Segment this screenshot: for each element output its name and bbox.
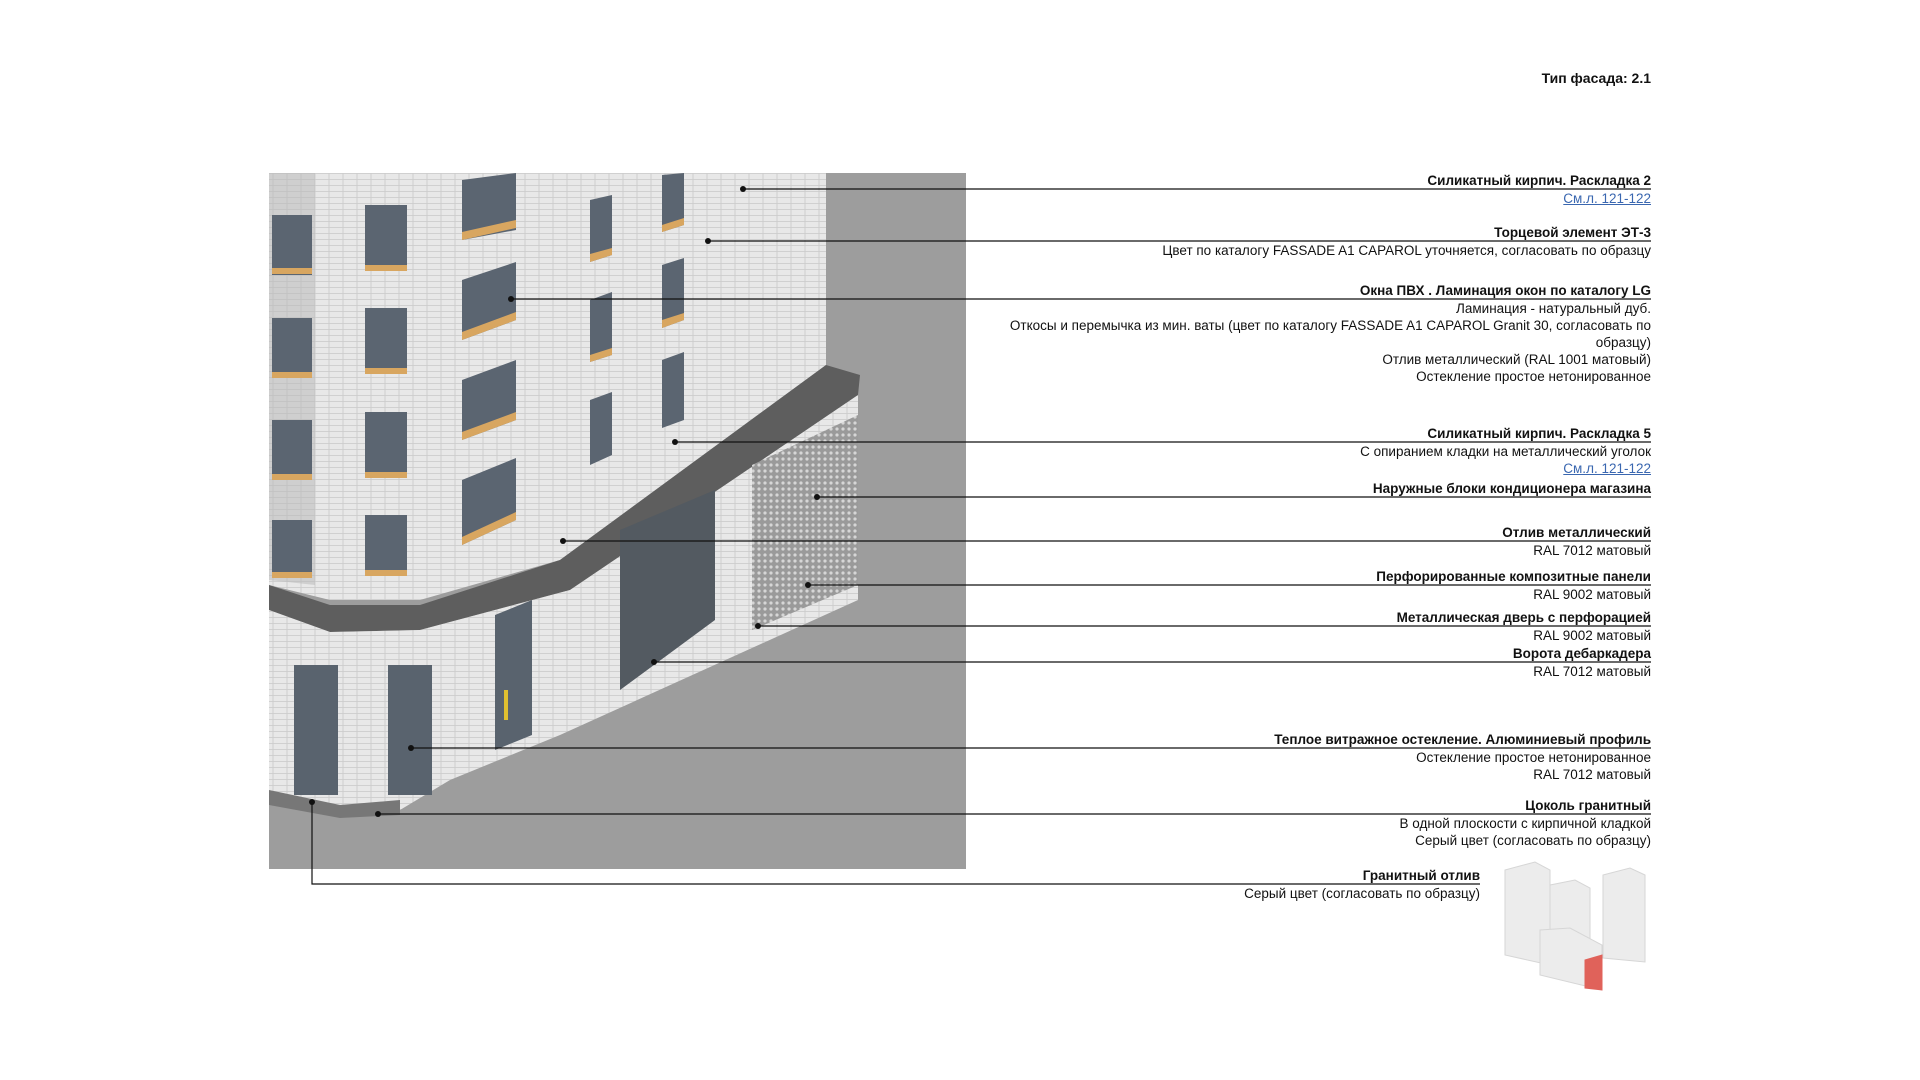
annotation-line: С опиранием кладки на металлический угол… [1360, 444, 1651, 459]
annotation: Окна ПВХ . Ламинация окон по каталогу LG… [951, 282, 1651, 385]
annotation: Наружные блоки кондиционера магазина [1373, 480, 1651, 498]
annotation-line: Серый цвет (согласовать по образцу) [1244, 886, 1480, 901]
annotation-title: Перфорированные композитные панели [1376, 569, 1651, 584]
sheet-reference-link[interactable]: См.л. 121-122 [1563, 191, 1651, 206]
annotation-title: Наружные блоки кондиционера магазина [1372, 481, 1651, 496]
annotation-line: образцу) [1595, 335, 1651, 350]
annotation-line: В одной плоскости с кирпичной кладкой [1399, 816, 1651, 831]
annotation-title: Металлическая дверь с перфорацией [1396, 610, 1651, 625]
annotation-line: Остекление простое нетонированное [1416, 750, 1651, 765]
annotation-title: Торцевой элемент ЭТ-3 [1494, 225, 1651, 240]
annotation-title: Силикатный кирпич. Раскладка 2 [1427, 173, 1651, 188]
annotation-line: RAL 9002 матовый [1533, 628, 1651, 643]
annotation: Цоколь гранитный В одной плоскости с кирп… [1399, 797, 1651, 849]
annotation-title: Цоколь гранитный [1525, 798, 1651, 813]
annotation-title: Ворота дебаркадера [1512, 646, 1651, 661]
annotation-line: RAL 7012 матовый [1533, 664, 1651, 679]
annotation-title: Силикатный кирпич. Раскладка 5 [1427, 426, 1651, 441]
annotation-line: Остекление простое нетонированное [1416, 369, 1651, 384]
annotation-title: Теплое витражное остекление. Алюминиевый… [1274, 732, 1651, 747]
sheet-reference-link[interactable]: См.л. 121-122 [1563, 461, 1651, 476]
leader-lines [311, 188, 1651, 885]
annotation: Теплое витражное остекление. Алюминиевый… [1274, 731, 1651, 783]
window-sills [272, 218, 684, 578]
annotation-line: RAL 9002 матовый [1533, 587, 1651, 602]
plinth [269, 790, 400, 818]
windows-left [272, 173, 684, 575]
canopy-band [269, 365, 860, 632]
facade-type-title: Тип фасада: 2.1 [1541, 70, 1651, 86]
corner-tower-shadow [269, 173, 315, 585]
door-handle [504, 690, 508, 720]
annotation-line: Серый цвет (согласовать по образцу) [1415, 833, 1651, 848]
annotation: Силикатный кирпич. Раскладка 5 С опирание… [1360, 425, 1651, 477]
annotation: Силикатный кирпич. Раскладка 2 См.л. 121-… [1427, 172, 1651, 207]
storefront-glazing [294, 600, 532, 795]
annotation-line: Цвет по каталогу FASSADE A1 CAPAROL уточ… [1162, 243, 1651, 258]
upper-facade-brick [269, 173, 826, 600]
annotation-title: Отлив металлический [1502, 525, 1651, 540]
annotation-line: Отлив металлический (RAL 1001 матовый) [1382, 352, 1651, 367]
leader-dots [309, 186, 820, 817]
annotation-line: RAL 7012 матовый [1533, 767, 1651, 782]
key-plan-thumbnail [1504, 861, 1646, 991]
annotation-line: RAL 7012 матовый [1533, 543, 1651, 558]
annotation-title: Гранитный отлив [1362, 868, 1480, 883]
perforated-panels [752, 415, 858, 630]
annotation-line: Откосы и перемычка из мин. ваты (цвет по… [1009, 318, 1651, 333]
loading-dock-gate [620, 490, 715, 690]
annotation-title: Окна ПВХ . Ламинация окон по каталогу LG [1359, 283, 1651, 298]
annotation-line: Ламинация - натуральный дуб. [1456, 301, 1651, 316]
